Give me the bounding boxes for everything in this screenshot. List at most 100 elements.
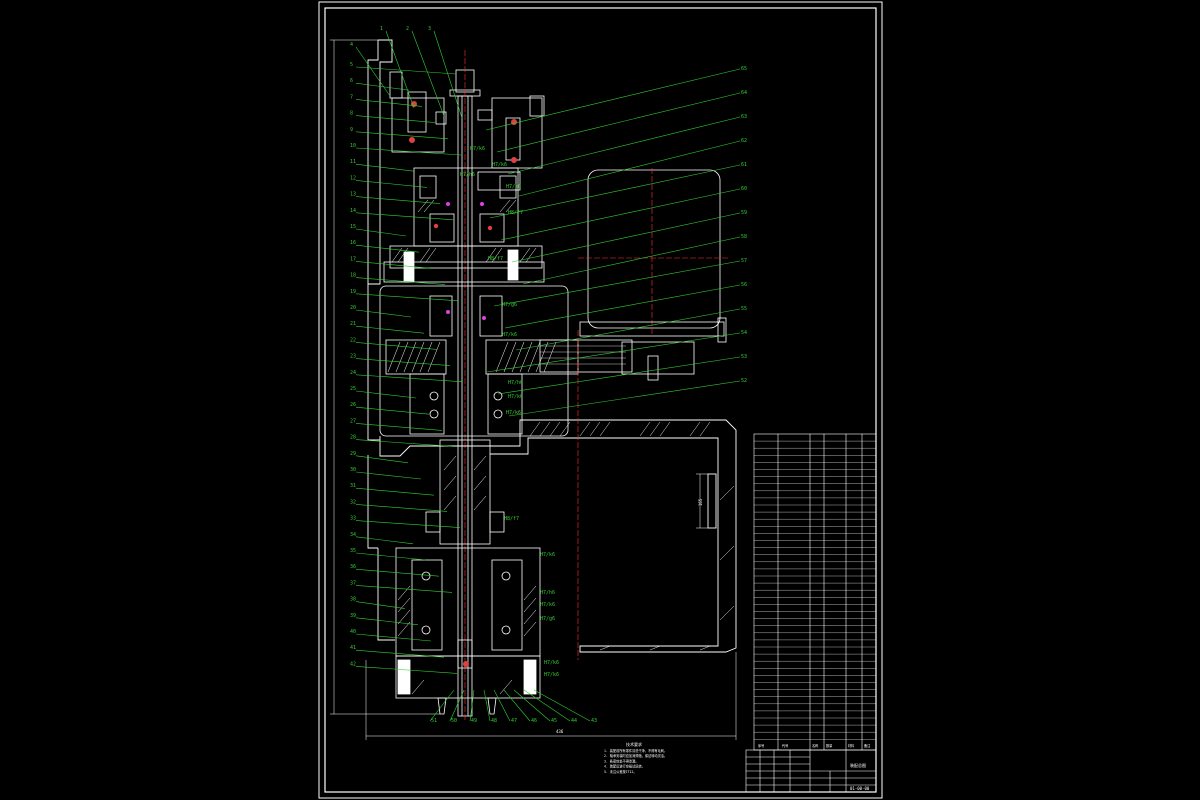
callout-leader-left	[355, 115, 436, 123]
callout-leader-right	[511, 212, 741, 263]
drawing-title: 装配总图	[850, 762, 866, 768]
callout-label-left: 19	[350, 289, 356, 295]
callout-label-left: 18	[350, 273, 356, 279]
callout-label-left: 21	[350, 321, 356, 327]
valve-right	[477, 95, 545, 169]
callout-leader-left	[355, 196, 441, 204]
fit-mark: H7/k6	[544, 672, 559, 678]
central-shaft	[449, 50, 481, 720]
callout-label-left: 32	[350, 499, 356, 505]
valve-left	[389, 71, 447, 153]
callout-leader-right	[483, 689, 491, 722]
callout-leader-left	[385, 30, 415, 109]
callout-leader-right	[469, 689, 475, 722]
callout-label-left: 23	[350, 354, 356, 360]
callout-label-right: 57	[741, 258, 747, 264]
frame-hatching	[529, 421, 735, 651]
lower-frame	[379, 419, 737, 653]
callout-label-right: 54	[741, 330, 747, 336]
callout-label-right: 58	[741, 234, 747, 240]
dimension-overall-width: 436	[556, 729, 564, 734]
callout-leader-right	[533, 689, 591, 722]
callout-leader-left	[433, 30, 463, 119]
callout-label-left: 35	[350, 548, 356, 554]
callout-label-right: 56	[741, 282, 747, 288]
callout-label-left: 42	[350, 661, 356, 667]
callout-leader-left	[355, 423, 443, 431]
callout-leader-left	[355, 309, 412, 318]
inner-border	[324, 7, 877, 793]
callout-label-left: 4	[350, 42, 353, 48]
callout-label-left: 27	[350, 418, 356, 424]
callout-leader-right	[493, 260, 741, 307]
callout-label-right: 46	[531, 718, 537, 724]
callout-leader-right	[523, 689, 571, 722]
callout-leader-left	[355, 131, 449, 140]
callout-label-right: 59	[741, 210, 747, 216]
callout-label-right: 64	[741, 90, 747, 96]
callout-label-right: 43	[591, 718, 597, 724]
callout-label-left: 13	[350, 192, 356, 198]
callout-leader-right	[449, 689, 465, 722]
tech-requirements: 1. 装配前所有零件清洗干净，不得有毛刺。2. 轴承安装时应加润滑脂，保证转动灵…	[604, 748, 667, 774]
callout-label-right: 55	[741, 306, 747, 312]
dimension-window-height: 165	[698, 498, 703, 506]
callout-label-left: 41	[350, 645, 356, 651]
callout-leader-left	[355, 390, 417, 399]
outer-border	[318, 1, 883, 799]
fit-mark: H8/f7	[488, 256, 503, 262]
callout-leader-left	[355, 82, 410, 91]
callout-leader-left	[355, 147, 462, 156]
callout-label-right: 47	[511, 718, 517, 724]
callout-leader-right	[489, 164, 741, 219]
callout-leader-right	[429, 689, 455, 722]
callout-leader-left	[355, 358, 451, 366]
callout-leader-left	[355, 163, 415, 172]
callout-label-right: 60	[741, 186, 747, 192]
tech-requirement-line: 4. 装配后进行空载试运转。	[604, 764, 645, 769]
title-block	[745, 749, 877, 793]
fit-mark: H7/k6	[470, 146, 485, 152]
fit-mark: H7/h6	[508, 380, 523, 386]
callout-leader-right	[504, 284, 741, 329]
callout-leader-right	[496, 92, 741, 153]
parts-header-cell: 名称	[812, 743, 819, 748]
callout-label-left: 28	[350, 435, 356, 441]
callout-label-left: 33	[350, 516, 356, 522]
callout-label-left: 34	[350, 532, 356, 538]
fit-mark: H7/k6	[502, 332, 517, 338]
callout-label-left: 38	[350, 597, 356, 603]
parts-header-cell: 序号	[758, 743, 764, 748]
fit-mark: H7/h6	[460, 172, 475, 178]
fit-mark: H7/k6	[492, 162, 507, 168]
callout-label-right: 45	[551, 718, 557, 724]
callout-label-right: 49	[471, 718, 477, 724]
callout-label-right: 48	[491, 718, 497, 724]
callout-leader-left	[355, 471, 422, 480]
callout-leader-left	[355, 552, 427, 561]
callout-leader-left	[355, 180, 428, 188]
callout-label-right: 65	[741, 66, 747, 72]
callout-leader-right	[486, 332, 741, 373]
callout-leader-right	[508, 380, 741, 417]
callout-label-left: 6	[350, 78, 353, 84]
callout-label-left: 29	[350, 451, 356, 457]
callout-label-left: 37	[350, 580, 356, 586]
fit-mark: H8/f7	[508, 210, 523, 216]
callout-leader-left	[355, 520, 461, 528]
callout-leader-left	[411, 30, 445, 117]
callout-label-left: 1	[380, 26, 383, 32]
callout-leader-left	[355, 504, 448, 512]
upper-block	[383, 167, 545, 283]
callout-label-left: 11	[350, 159, 356, 165]
parts-list-header: 序号代号名称数量材料备注	[758, 743, 871, 748]
callout-leader-right	[497, 356, 741, 395]
callout-leader-left	[355, 244, 420, 253]
callout-label-left: 15	[350, 224, 356, 230]
lower-hatching	[397, 455, 537, 695]
callout-leader-left	[355, 649, 445, 658]
callout-label-right: 50	[451, 718, 457, 724]
tech-requirement-line: 1. 装配前所有零件清洗干净，不得有毛刺。	[604, 748, 667, 753]
